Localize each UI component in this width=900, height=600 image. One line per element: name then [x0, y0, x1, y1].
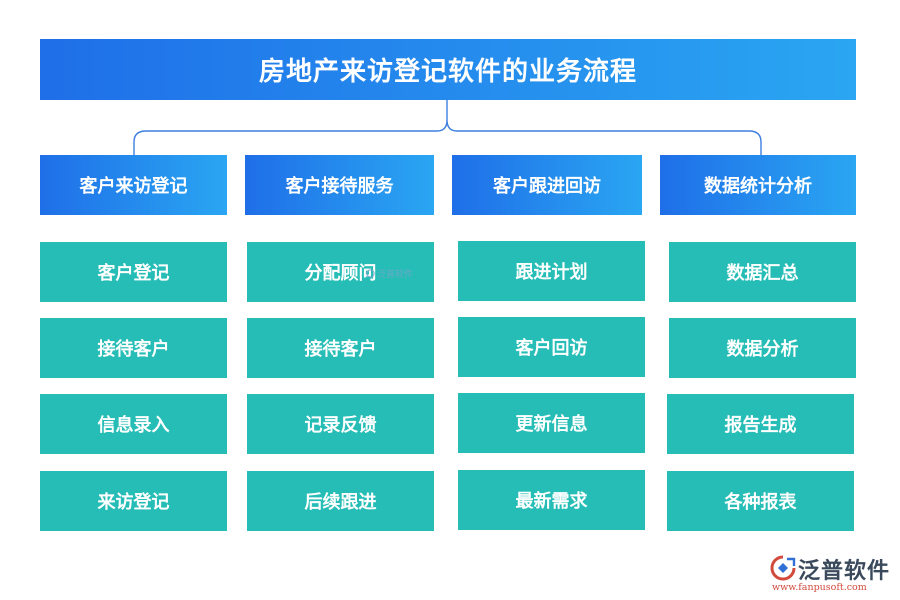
- step-cell: 来访登记: [40, 471, 227, 531]
- watermark-logo-icon: [366, 269, 375, 278]
- column-heading-statistics: 数据统计分析: [660, 155, 856, 215]
- watermark-text: 泛普软件: [377, 270, 414, 280]
- brand-name: 泛普软件: [798, 559, 891, 584]
- step-cell: 报告生成: [667, 394, 854, 454]
- step-cell: 分配顾问: [247, 242, 434, 302]
- step-cell: 各种报表: [667, 471, 854, 531]
- step-cell: 数据分析: [669, 318, 856, 378]
- step-cell: 信息录入: [40, 394, 227, 454]
- step-cell: 数据汇总: [669, 242, 856, 302]
- step-cell: 后续跟进: [247, 471, 434, 531]
- brand-url: www.fanpusoft.com: [772, 582, 867, 593]
- step-cell: 客户回访: [458, 317, 645, 377]
- tree-connector: [133, 100, 762, 155]
- step-cell: 更新信息: [458, 393, 645, 453]
- step-cell: 记录反馈: [247, 394, 434, 454]
- step-cell: 接待客户: [247, 318, 434, 378]
- step-cell: 客户登记: [40, 242, 227, 302]
- brand-logo-icon: [770, 555, 796, 581]
- watermark: 泛普软件: [366, 267, 413, 280]
- step-cell: 最新需求: [458, 470, 645, 530]
- column-heading-reception-service: 客户接待服务: [245, 155, 434, 215]
- column-heading-visit-registration: 客户来访登记: [40, 155, 227, 215]
- step-cell: 接待客户: [40, 318, 227, 378]
- diagram-title: 房地产来访登记软件的业务流程: [40, 39, 856, 100]
- brand-logo: 泛普软件 www.fanpusoft.com: [770, 553, 895, 597]
- column-heading-follow-up: 客户跟进回访: [452, 155, 642, 215]
- step-cell: 跟进计划: [458, 241, 645, 301]
